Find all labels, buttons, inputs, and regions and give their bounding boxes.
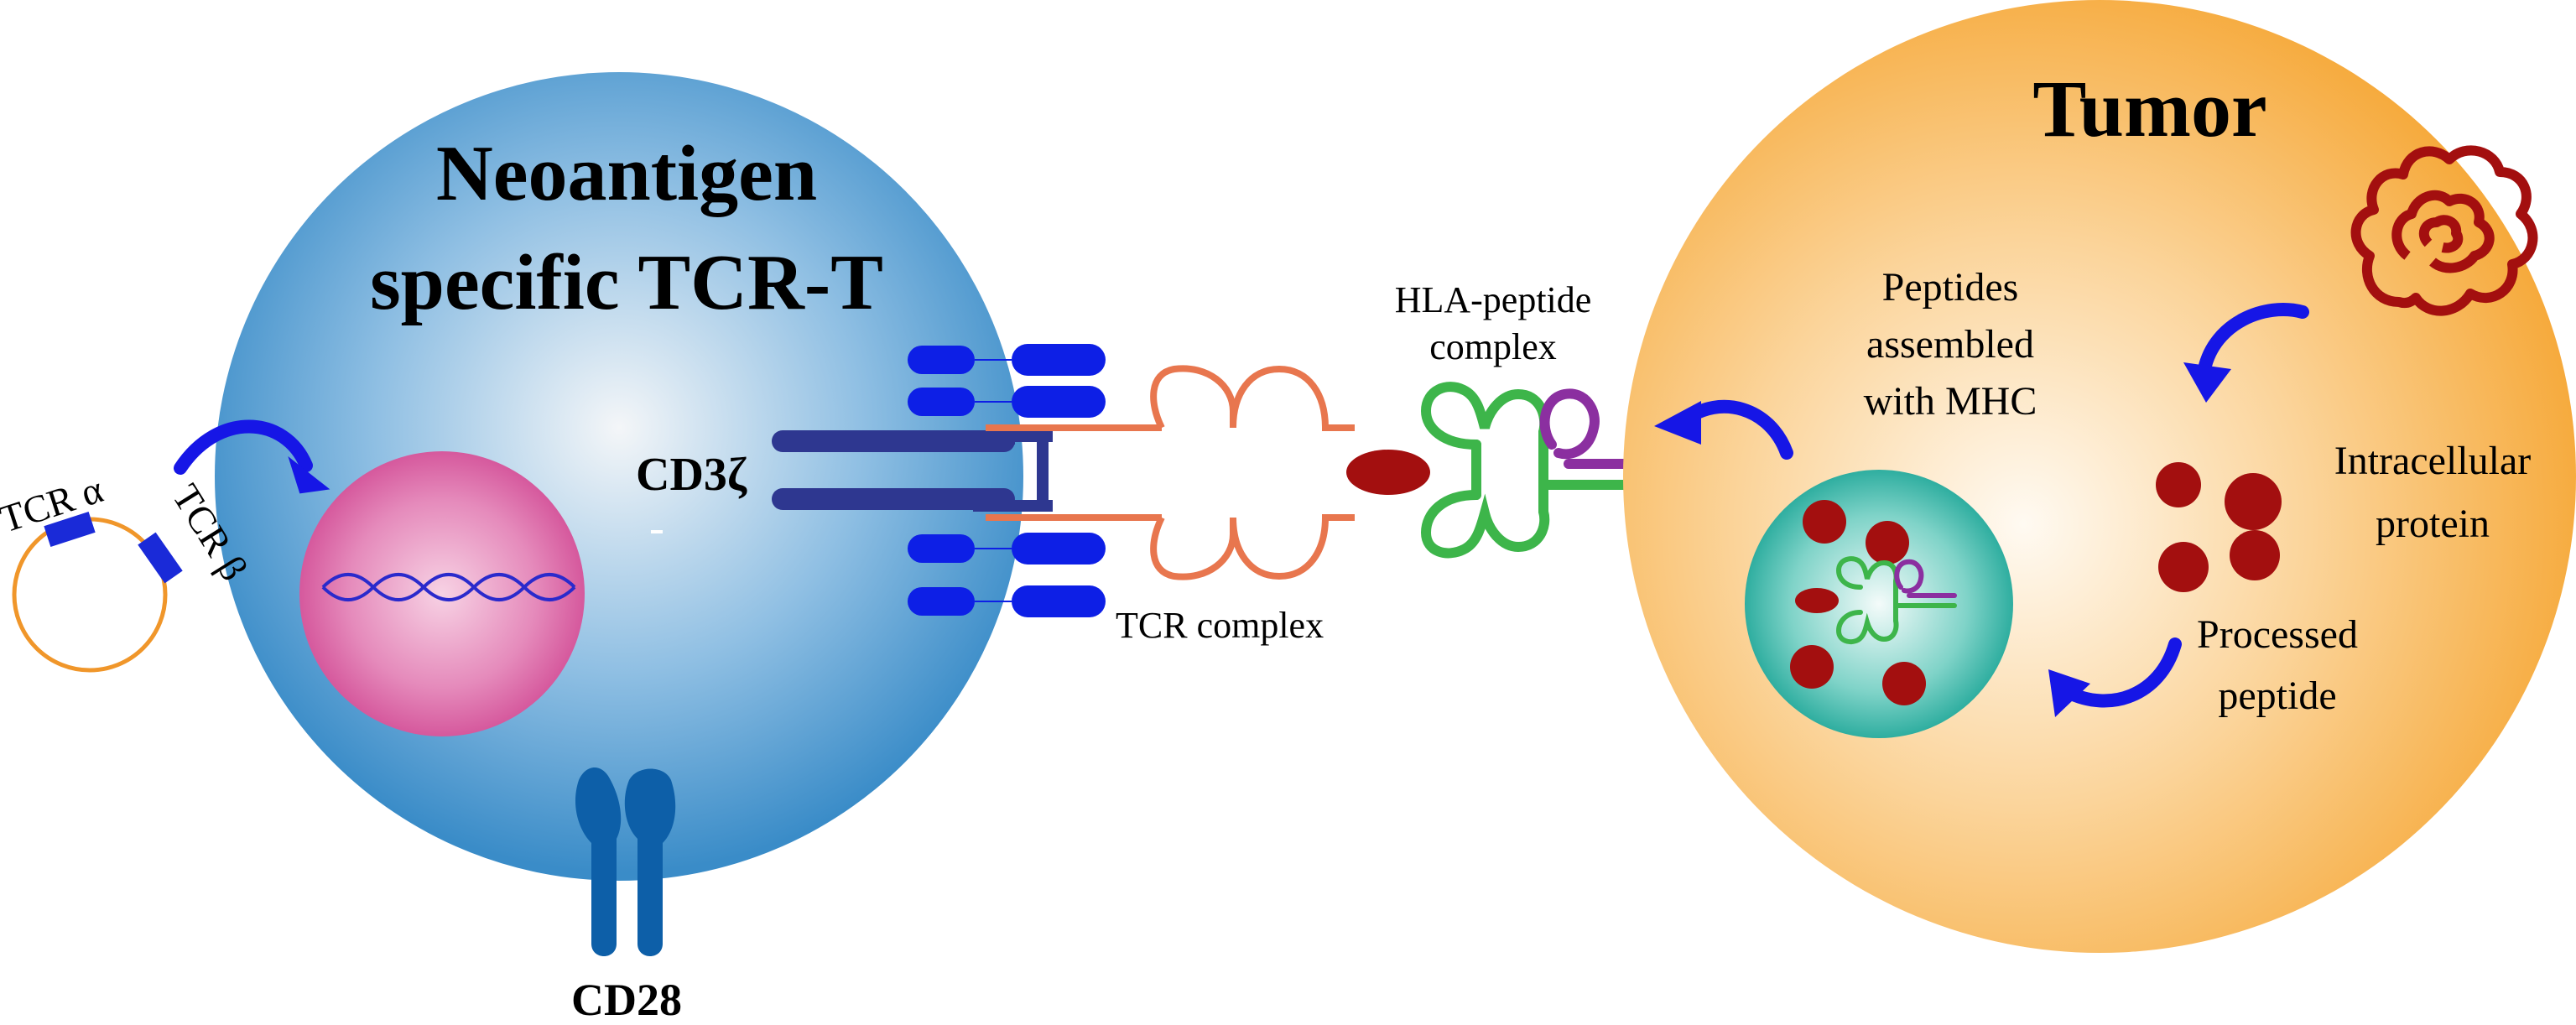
tcell-title-line2: specific TCR-T: [370, 239, 883, 326]
tcr-receptor: [986, 365, 1355, 580]
cell-marker: [651, 530, 663, 533]
presentation-arrowhead-icon: [1654, 401, 1701, 445]
processed-label-line1: Processed: [2197, 612, 2358, 657]
transduction-arrow-icon: [174, 419, 313, 475]
peptides-label-line2: assembled: [1866, 322, 2034, 367]
peptides-label-line1: Peptides: [1882, 265, 2019, 310]
tcr-alpha-gene: [44, 511, 96, 548]
tcr-beta-gene: [138, 532, 183, 584]
transduction-arrowhead-icon: [288, 456, 330, 494]
nucleus: [299, 451, 585, 736]
tcr-complex-label: TCR complex: [1116, 605, 1324, 646]
processed-peptides: [2156, 462, 2282, 592]
intracellular-label-line2: protein: [2376, 502, 2490, 546]
er-peptides: [1790, 500, 1926, 705]
peptides-label-line3: with MHC: [1864, 379, 2037, 424]
hla-label-line1: HLA-peptide: [1395, 279, 1592, 320]
dna-helix-icon: [321, 573, 576, 601]
hla-molecule: [1420, 382, 1670, 559]
tcell-title-line1: Neoantigen: [436, 130, 817, 217]
cd28-label: CD28: [571, 975, 682, 1021]
intracellular-label-line1: Intracellular: [2334, 439, 2532, 483]
cd3z-label: CD3ζ: [636, 449, 747, 501]
processing-arrow-icon: [2198, 303, 2309, 376]
loading-arrow-icon: [2061, 637, 2182, 708]
cd28-receptor: [575, 767, 676, 956]
cd3-connectors: [975, 359, 1012, 602]
intracellular-protein-icon: [2350, 145, 2538, 316]
processed-label-line2: peptide: [2218, 674, 2336, 718]
er-mhc-icon: [1835, 556, 1957, 645]
loading-arrowhead-icon: [2048, 669, 2090, 717]
cd3-subunits: [908, 344, 1106, 617]
cd3z-chains: [772, 430, 1053, 512]
er-compartment: [1745, 470, 2013, 738]
processing-arrowhead-icon: [2183, 362, 2231, 403]
neoantigen-peptide: [1346, 450, 1430, 495]
tumor-title: Tumor: [2032, 64, 2266, 153]
hla-label-line2: complex: [1429, 326, 1557, 367]
